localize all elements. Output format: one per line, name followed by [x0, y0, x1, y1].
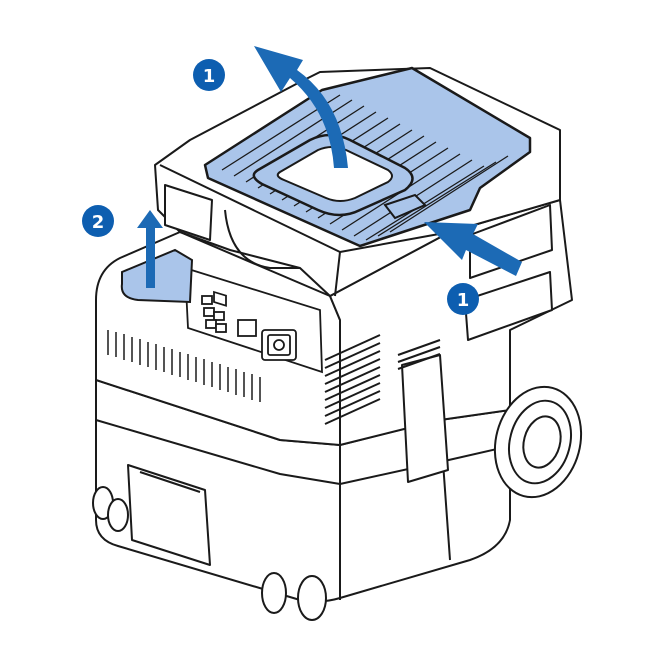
head-notch: [224, 209, 300, 269]
side-window-lower: [464, 271, 553, 341]
button-mode: [237, 319, 257, 337]
button-d: [205, 319, 217, 329]
callout-left: 2: [82, 205, 114, 237]
callout-top-circle: [193, 59, 225, 91]
control-panel: [184, 266, 323, 374]
callout-left-circle: [82, 205, 114, 237]
button-a: [201, 295, 213, 305]
arrow-lift-cover: [137, 210, 163, 288]
callout-right-circle: [447, 283, 479, 315]
front-right-caster: [261, 572, 327, 621]
button-e: [215, 323, 227, 333]
power-icon: [273, 339, 285, 351]
hose-port: [401, 354, 449, 483]
side-vents: [324, 334, 441, 425]
callout-right-label: 1: [457, 290, 470, 311]
callout-left-label: 2: [92, 212, 105, 233]
callout-top: 1: [193, 59, 225, 91]
callout-right: 1: [447, 283, 479, 315]
button-plus: [213, 290, 227, 307]
arrow-curved-lift: [254, 46, 348, 168]
left-filter-cover: [120, 248, 194, 304]
arrow-push-latch: [424, 222, 522, 276]
button-c: [213, 311, 225, 321]
front-grip-inner: [139, 471, 201, 493]
front-vents: [107, 330, 261, 402]
front-left-caster: [92, 486, 129, 532]
callout-top-label: 1: [203, 66, 216, 87]
arrows: [137, 46, 522, 288]
rear-wheel: [493, 385, 583, 499]
head-ridge: [159, 164, 451, 297]
wheels: [92, 385, 583, 621]
left-cover-shape: [120, 248, 194, 304]
tray-latch: [383, 193, 427, 220]
power-switch-inner: [267, 334, 291, 356]
front-grip: [127, 464, 211, 566]
head-recess: [164, 184, 213, 241]
button-b: [203, 307, 215, 317]
filter-tray: [203, 66, 532, 248]
